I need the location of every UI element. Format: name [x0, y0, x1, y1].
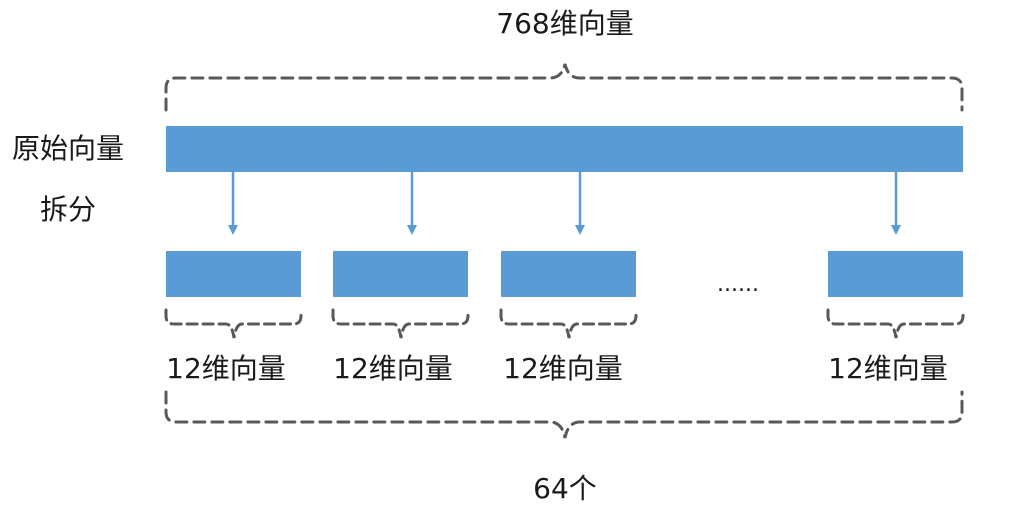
segment-label-4: 12维向量	[828, 352, 948, 385]
segment-label-2: 12维向量	[333, 352, 453, 385]
row-label-original: 原始向量	[12, 132, 125, 165]
row-label-split: 拆分	[40, 193, 97, 226]
sub-vector-block-2	[333, 251, 468, 297]
sub-vector-block-3	[501, 251, 636, 297]
segment-label-3: 12维向量	[503, 352, 623, 385]
segment-label-1: 12维向量	[166, 352, 286, 385]
segment-brace-3	[499, 308, 638, 339]
bottom-label: 64个	[533, 472, 597, 505]
bottom-brace	[164, 390, 964, 439]
segment-brace-1	[164, 308, 303, 339]
sub-vector-block-4	[828, 251, 963, 297]
segment-brace-2	[331, 308, 470, 339]
top-label: 768维向量	[496, 7, 634, 40]
original-vector-bar	[166, 126, 963, 172]
segment-brace-4	[826, 308, 965, 339]
ellipsis: ......	[717, 272, 759, 297]
sub-vector-block-1	[166, 251, 301, 297]
top-brace	[164, 63, 964, 112]
